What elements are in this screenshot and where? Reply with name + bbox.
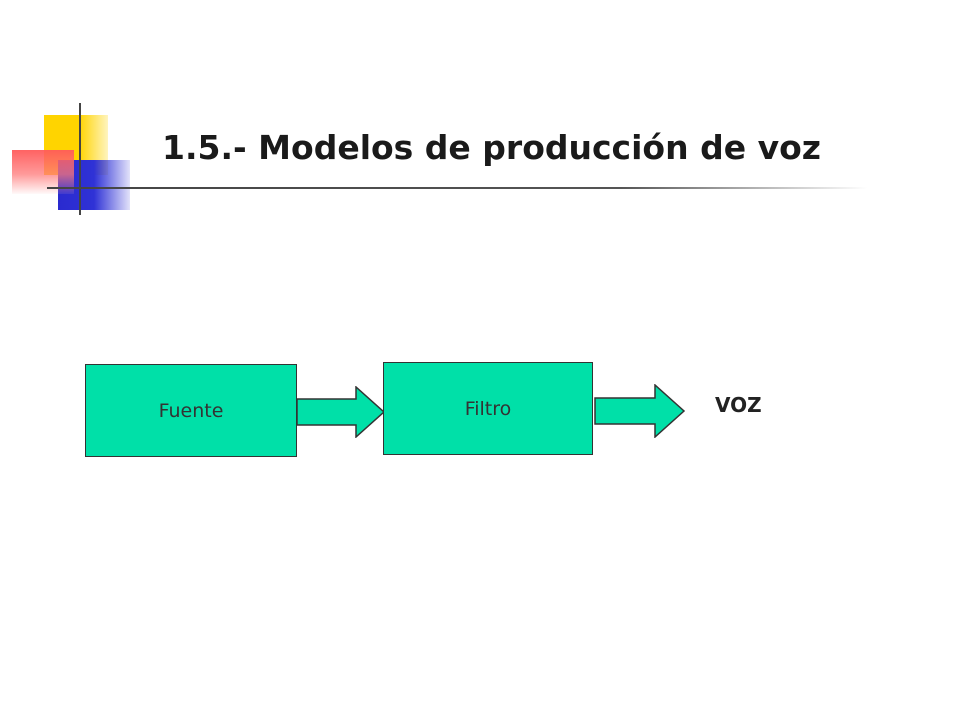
title-underline (47, 187, 867, 189)
filter-block-label: Filtro (464, 397, 512, 420)
right-arrow-icon (296, 386, 386, 438)
filter-block: Filtro (383, 362, 593, 455)
output-label: VOZ (715, 393, 762, 417)
decorative-red-square (12, 150, 74, 194)
slide-title: 1.5.- Modelos de producción de voz (162, 128, 821, 167)
source-block: Fuente (85, 364, 297, 457)
decorative-vertical-line (79, 103, 81, 215)
right-arrow-icon (594, 384, 686, 438)
source-block-label: Fuente (158, 399, 224, 422)
